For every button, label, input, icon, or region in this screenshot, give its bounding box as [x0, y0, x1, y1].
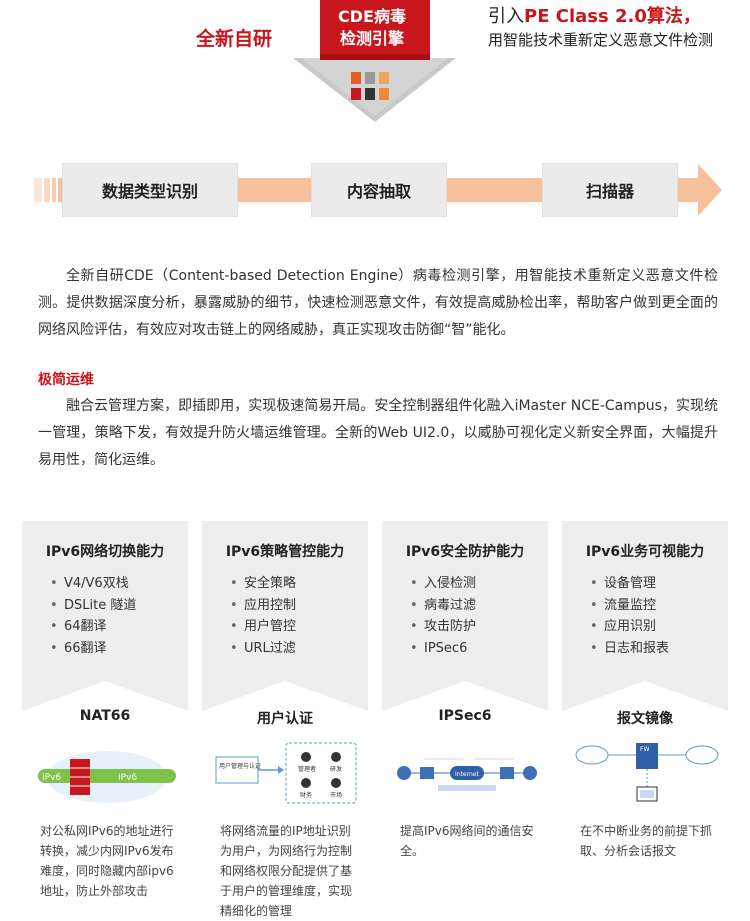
list-item: •流量监控 [590, 597, 657, 613]
ops-section-title: 极简运维 [38, 372, 94, 388]
ops-text: 融合云管理方案，即插即用，实现极速简易开局。安全控制器组件化融入iMaster … [38, 398, 718, 468]
list-item: •应用识别 [590, 619, 657, 634]
card-description: 将网络流量的IP地址识别为用户，为网络行为控制和网络权限分配提供了基于用户的管理… [220, 824, 353, 918]
card-title: IPv6策略管控能力 [225, 544, 345, 560]
role-label: 研发 [330, 765, 342, 773]
top-left-title: 全新自研 [196, 28, 273, 50]
card-ipv6-policy: IPv6策略管控能力 •安全策略 •应用控制 •用户管控 •URL过滤 用户认证… [202, 521, 368, 918]
card-ipv6-switch: IPv6网络切换能力 •V4/V6双栈 •DSLite 隧道 •64翻译 •66… [22, 521, 188, 913]
card-subtitle: IPSec6 [438, 708, 492, 724]
mirror-illustration: FW [575, 743, 719, 802]
ops-paragraph: 融合云管理方案，即插即用，实现极速简易开局。安全控制器组件化融入iMaster … [38, 393, 718, 474]
card-title: IPv6网络切换能力 [45, 544, 165, 560]
list-item: •URL过滤 [230, 640, 296, 656]
intro-text: 全新自研CDE（Content-based Detection Engine）病… [38, 268, 718, 338]
list-item: •设备管理 [590, 576, 657, 591]
list-item: •64翻译 [50, 619, 107, 634]
card-title: IPv6业务可视能力 [585, 544, 705, 560]
top-right-subtext: 用智能技术重新定义恶意文件检测 [488, 31, 714, 49]
list-item: •66翻译 [50, 640, 107, 656]
nat66-right-label: IPv6 [118, 773, 137, 783]
list-item: •病毒过滤 [410, 597, 477, 613]
engine-label-line1: CDE病毒 [338, 7, 406, 26]
list-item: •入侵检测 [410, 576, 477, 591]
card-lower-panel [202, 681, 368, 913]
intro-paragraph: 全新自研CDE（Content-based Detection Engine）病… [38, 263, 718, 344]
top-right-headline: 引入PE Class 2.0算法， [488, 2, 701, 28]
list-item: •日志和报表 [590, 640, 670, 656]
role-label: 管理者 [298, 765, 316, 773]
list-item: •V4/V6双栈 [50, 576, 129, 591]
list-item: •安全策略 [230, 576, 297, 591]
stage-scanner: 扫描器 [542, 163, 678, 217]
role-label: 财务 [300, 791, 312, 799]
nat66-illustration: IPv6 IPv6 [38, 751, 176, 803]
card-lower-panel [382, 681, 548, 913]
auth-box-label: 用户管理与认证 [219, 762, 261, 770]
list-item: •攻击防护 [410, 619, 477, 634]
stage-content-extract: 内容抽取 [311, 163, 447, 217]
engine-label: CDE病毒 检测引擎 [322, 6, 422, 50]
card-feature-list: •设备管理 •流量监控 •应用识别 •日志和报表 [590, 573, 669, 659]
headline-highlight: PE Class 2.0算法， [524, 6, 701, 27]
card-ipv6-protect: IPv6安全防护能力 •入侵检测 •病毒过滤 •攻击防护 •IPSec6 IPS… [382, 521, 548, 913]
funnel-arrow-graphic [293, 0, 456, 122]
card-ipv6-visibility: IPv6业务可视能力 •设备管理 •流量监控 •应用识别 •日志和报表 报文镜像… [562, 521, 728, 913]
card-feature-list: •入侵检测 •病毒过滤 •攻击防护 •IPSec6 [410, 573, 476, 659]
list-item: •DSLite 隧道 [50, 597, 137, 613]
list-item: •用户管控 [230, 619, 297, 634]
card-subtitle: NAT66 [79, 708, 131, 724]
card-description: 提高IPv6网络间的通信安全。 [400, 824, 534, 858]
card-description: 对公私网IPv6的地址进行转换，减少内网IPv6发布难度，同时隐藏内部ipv6地… [40, 824, 174, 898]
stage-data-type: 数据类型识别 [62, 163, 238, 217]
card-subtitle: 用户认证 [257, 711, 313, 727]
file-icons [351, 72, 389, 100]
role-label: 市场 [330, 791, 342, 799]
headline-prefix: 引入 [488, 6, 524, 27]
list-item: •IPSec6 [410, 640, 468, 656]
mirror-fw-label: FW [640, 746, 649, 753]
user-auth-illustration: 用户管理与认证 管理者 研发 财务 市场 [215, 742, 357, 804]
card-description: 在不中断业务的前提下抓取、分析会话报文 [580, 824, 713, 858]
card-subtitle: 报文镜像 [617, 711, 673, 727]
ipsec-internet-label: Internet [455, 771, 479, 778]
nat66-left-label: IPv6 [42, 773, 61, 783]
card-feature-list: •V4/V6双栈 •DSLite 隧道 •64翻译 •66翻译 [50, 573, 136, 659]
card-feature-list: •安全策略 •应用控制 •用户管控 •URL过滤 [230, 573, 296, 659]
ipsec6-illustration: Internet [397, 758, 537, 791]
list-item: •应用控制 [230, 597, 297, 613]
engine-label-line2: 检测引擎 [339, 29, 404, 48]
card-title: IPv6安全防护能力 [405, 544, 525, 560]
